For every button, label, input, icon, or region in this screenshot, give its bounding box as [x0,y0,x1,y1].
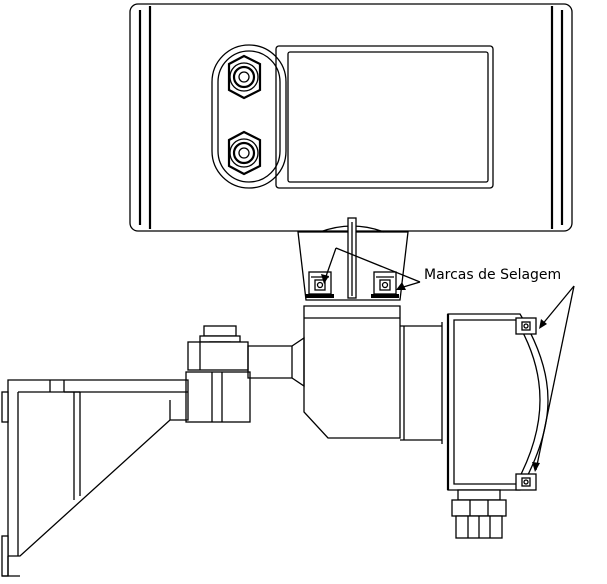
seal-clip-bottom [515,473,537,491]
display-window [275,45,494,189]
seal-screw-right [371,271,399,298]
hex-nut-top [227,54,262,100]
neck [297,217,409,301]
main-body [303,305,443,444]
seal-screw-left [306,271,334,298]
upper-housing [129,3,573,232]
wall-bracket [1,379,189,577]
clamp-block [185,341,251,423]
callout-label: Marcas de Selagem [424,267,561,283]
hex-nut-bottom [227,130,262,176]
seal-clip-top [515,317,537,335]
cable-gland-bottom [451,489,507,539]
cable-gland-plate [211,44,287,189]
mounting-arm [247,336,305,388]
leader-arrowheads [321,274,547,472]
